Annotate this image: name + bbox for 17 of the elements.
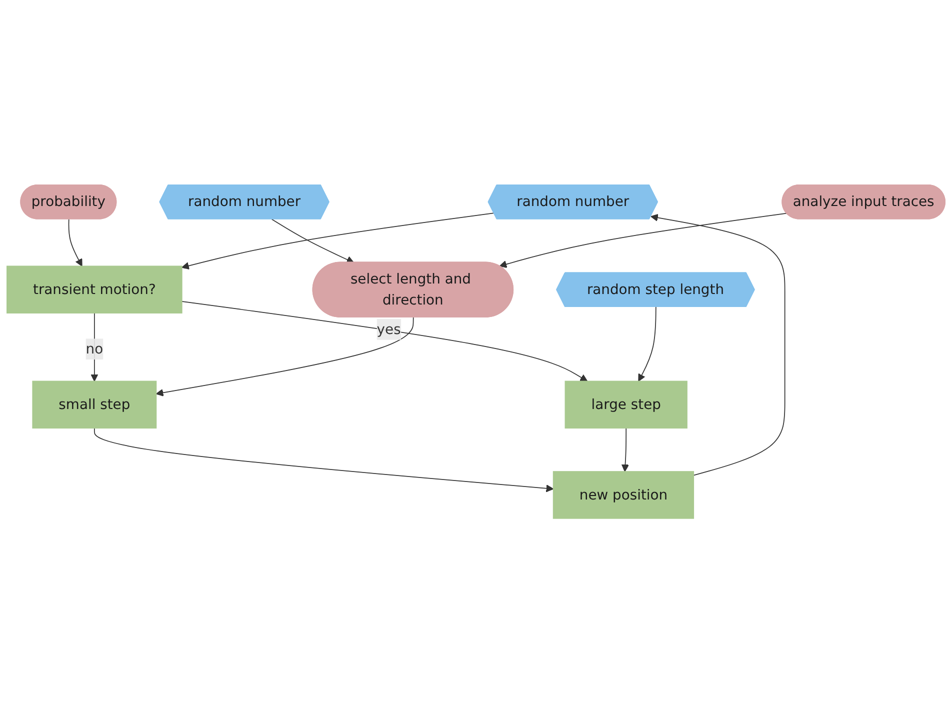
arrow	[94, 427, 554, 492]
node-box: transient motion?	[6, 266, 182, 314]
arrow	[181, 300, 588, 382]
arrow	[638, 306, 656, 382]
arrow	[182, 212, 494, 270]
edge-label: yes	[376, 320, 401, 338]
arrow	[650, 214, 786, 476]
arrow	[499, 212, 788, 268]
edge-label: no	[86, 340, 104, 357]
arrow	[271, 218, 354, 264]
node-box: small step	[32, 380, 157, 428]
arrow	[156, 316, 414, 396]
arrow	[621, 427, 630, 472]
node-box: large step	[564, 380, 688, 428]
node-box: new position	[552, 470, 694, 519]
arrow	[90, 312, 98, 382]
arrow	[68, 218, 82, 266]
